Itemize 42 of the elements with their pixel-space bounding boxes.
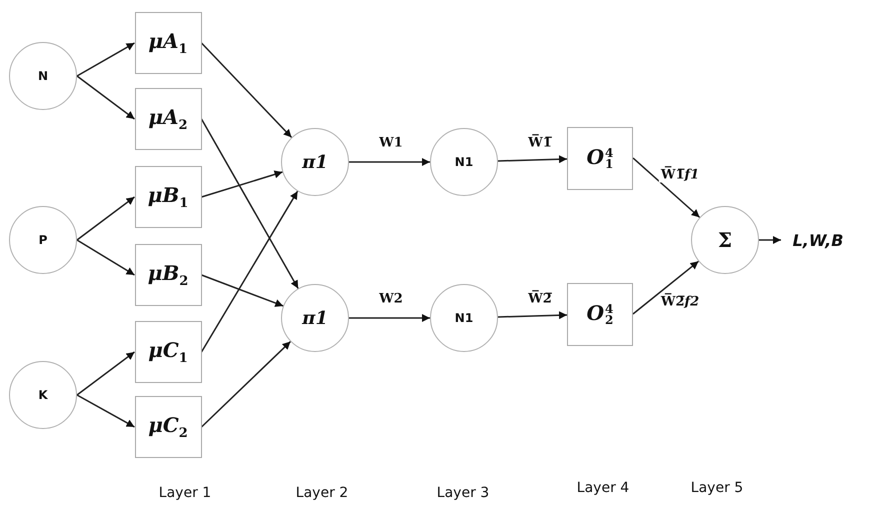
edge-label: W̅2̅f2 [658,294,702,310]
node-label: μA$_{1}$ [148,29,188,57]
layer-label: Layer 2 [296,485,348,501]
layer-label: Layer 5 [690,480,744,496]
arrow [632,157,700,218]
arrow [632,260,699,315]
node-label: μC$_{1}$ [148,338,188,366]
output-label: L,W,B [783,228,853,252]
node-label: μB$_{1}$ [148,183,188,211]
node-label: P [38,233,48,247]
arrow [349,314,430,322]
arrow [76,196,135,241]
node-label: π1 [302,152,328,172]
arrow [76,75,135,120]
node-label: μB$_{2}$ [148,261,188,289]
arrow [76,394,135,428]
node-label: μC$_{2}$ [148,413,188,441]
node-label: Σ [718,228,732,252]
node-label: N1 [454,155,474,169]
circle-node [281,128,349,196]
arrow [200,42,292,138]
layer-label: Layer 1 [158,485,212,501]
node-label: K [38,388,48,402]
arrow [76,239,135,276]
node-label: N1 [454,311,474,325]
arrow [201,274,284,307]
arrow [200,341,291,428]
arrow [76,42,135,77]
arrow [200,190,298,352]
node-label: N [38,69,48,83]
circle-node [281,284,349,352]
node-label: π1 [302,308,328,328]
arrow [76,351,135,396]
arrow [498,155,568,164]
node-label: μA$_{2}$ [148,105,188,133]
arrow [498,311,568,320]
layer-label: Layer 3 [436,485,490,501]
arrow [349,158,430,166]
arrow [200,118,299,289]
arrow [759,236,781,244]
arrow [201,170,283,198]
layer-label: Layer 4 [576,480,630,496]
